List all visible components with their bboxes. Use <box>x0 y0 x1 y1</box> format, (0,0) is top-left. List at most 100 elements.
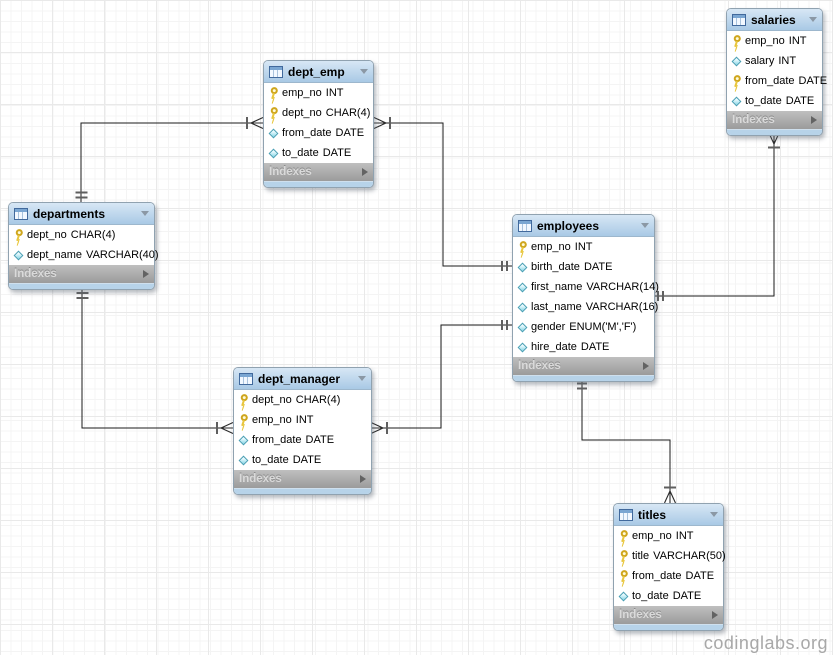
expand-arrow-icon <box>643 362 649 370</box>
relationship-departments-dept_manager[interactable] <box>77 286 234 434</box>
chevron-down-icon[interactable] <box>710 512 718 517</box>
relationship-employees-salaries[interactable] <box>654 132 780 301</box>
diamond-icon <box>517 321 528 333</box>
column-row[interactable]: dept_no CHAR(4) <box>9 225 154 245</box>
diamond-icon <box>268 147 279 159</box>
indexes-footer[interactable]: Indexes <box>264 163 373 181</box>
column-row[interactable]: emp_no INT <box>614 526 723 546</box>
table-bottom-strip <box>234 488 371 494</box>
indexes-label: Indexes <box>239 473 282 485</box>
column-type: VARCHAR(40) <box>86 249 159 261</box>
column-type: DATE <box>306 434 335 446</box>
column-type: DATE <box>323 147 352 159</box>
diamond-icon <box>731 55 742 67</box>
column-row[interactable]: dept_no CHAR(4) <box>264 103 373 123</box>
relationship-employees-dept_emp[interactable] <box>374 117 512 271</box>
column-row[interactable]: emp_no INT <box>234 410 371 430</box>
column-row[interactable]: from_date DATE <box>727 71 822 91</box>
column-name: to_date <box>252 454 289 466</box>
table-header[interactable]: dept_manager <box>234 368 371 390</box>
table-header[interactable]: employees <box>513 215 654 237</box>
column-row[interactable]: to_date DATE <box>727 91 822 111</box>
column-row[interactable]: from_date DATE <box>264 123 373 143</box>
column-name: emp_no <box>745 35 785 47</box>
column-name: from_date <box>282 127 332 139</box>
indexes-footer[interactable]: Indexes <box>234 470 371 488</box>
column-row[interactable]: dept_name VARCHAR(40) <box>9 245 154 265</box>
chevron-down-icon[interactable] <box>141 211 149 216</box>
table-icon <box>14 208 28 220</box>
table-titles[interactable]: titles emp_no INT title VARCHAR(50) from… <box>613 503 724 631</box>
column-name: last_name <box>531 301 582 313</box>
column-row[interactable]: title VARCHAR(50) <box>614 546 723 566</box>
column-name: hire_date <box>531 341 577 353</box>
column-name: emp_no <box>282 87 322 99</box>
table-icon <box>239 373 253 385</box>
column-row[interactable]: dept_no CHAR(4) <box>234 390 371 410</box>
diamond-icon <box>517 301 528 313</box>
key-icon <box>11 228 25 243</box>
column-type: VARCHAR(16) <box>586 301 659 313</box>
column-name: gender <box>531 321 565 333</box>
table-icon <box>732 14 746 26</box>
column-row[interactable]: to_date DATE <box>234 450 371 470</box>
column-name: dept_no <box>27 229 67 241</box>
diamond-icon <box>517 281 528 293</box>
indexes-footer[interactable]: Indexes <box>727 111 822 129</box>
column-name: emp_no <box>632 530 672 542</box>
key-icon <box>266 86 280 101</box>
indexes-footer[interactable]: Indexes <box>9 265 154 283</box>
column-row[interactable]: first_name VARCHAR(14) <box>513 277 654 297</box>
chevron-down-icon[interactable] <box>809 17 817 22</box>
relationship-employees-titles[interactable] <box>577 378 676 503</box>
column-row[interactable]: from_date DATE <box>614 566 723 586</box>
table-title: titles <box>638 508 666 522</box>
column-row[interactable]: last_name VARCHAR(16) <box>513 297 654 317</box>
column-name: salary <box>745 55 774 67</box>
indexes-label: Indexes <box>269 166 312 178</box>
key-icon <box>236 413 250 428</box>
indexes-footer[interactable]: Indexes <box>513 357 654 375</box>
key-icon <box>616 529 630 544</box>
column-name: title <box>632 550 649 562</box>
diamond-icon <box>517 341 528 353</box>
table-title: dept_manager <box>258 372 340 386</box>
table-header[interactable]: departments <box>9 203 154 225</box>
table-header[interactable]: titles <box>614 504 723 526</box>
diamond-icon <box>238 454 249 466</box>
column-row[interactable]: to_date DATE <box>264 143 373 163</box>
column-row[interactable]: salary INT <box>727 51 822 71</box>
column-row[interactable]: emp_no INT <box>513 237 654 257</box>
relationship-employees-dept_manager[interactable] <box>371 320 512 434</box>
diamond-icon <box>517 261 528 273</box>
table-dept_manager[interactable]: dept_manager dept_no CHAR(4) emp_no INT … <box>233 367 372 495</box>
column-type: INT <box>296 414 314 426</box>
indexes-footer[interactable]: Indexes <box>614 606 723 624</box>
column-name: dept_no <box>282 107 322 119</box>
table-salaries[interactable]: salaries emp_no INT salary INT from_date… <box>726 8 823 136</box>
column-row[interactable]: birth_date DATE <box>513 257 654 277</box>
indexes-label: Indexes <box>619 609 662 621</box>
table-dept_emp[interactable]: dept_emp emp_no INT dept_no CHAR(4) from… <box>263 60 374 188</box>
column-row[interactable]: hire_date DATE <box>513 337 654 357</box>
column-row[interactable]: from_date DATE <box>234 430 371 450</box>
column-type: DATE <box>673 590 702 602</box>
column-row[interactable]: gender ENUM('M','F') <box>513 317 654 337</box>
column-row[interactable]: emp_no INT <box>727 31 822 51</box>
column-type: INT <box>326 87 344 99</box>
table-employees[interactable]: employees emp_no INT birth_date DATE fir… <box>512 214 655 382</box>
column-type: VARCHAR(14) <box>586 281 659 293</box>
column-row[interactable]: to_date DATE <box>614 586 723 606</box>
table-header[interactable]: salaries <box>727 9 822 31</box>
table-header[interactable]: dept_emp <box>264 61 373 83</box>
table-departments[interactable]: departments dept_no CHAR(4) dept_name VA… <box>8 202 155 290</box>
column-type: CHAR(4) <box>326 107 371 119</box>
chevron-down-icon[interactable] <box>358 376 366 381</box>
column-row[interactable]: emp_no INT <box>264 83 373 103</box>
diamond-icon <box>238 434 249 446</box>
relationship-departments-dept_emp[interactable] <box>76 117 264 202</box>
chevron-down-icon[interactable] <box>360 69 368 74</box>
chevron-down-icon[interactable] <box>641 223 649 228</box>
key-icon <box>515 240 529 255</box>
column-type: CHAR(4) <box>296 394 341 406</box>
